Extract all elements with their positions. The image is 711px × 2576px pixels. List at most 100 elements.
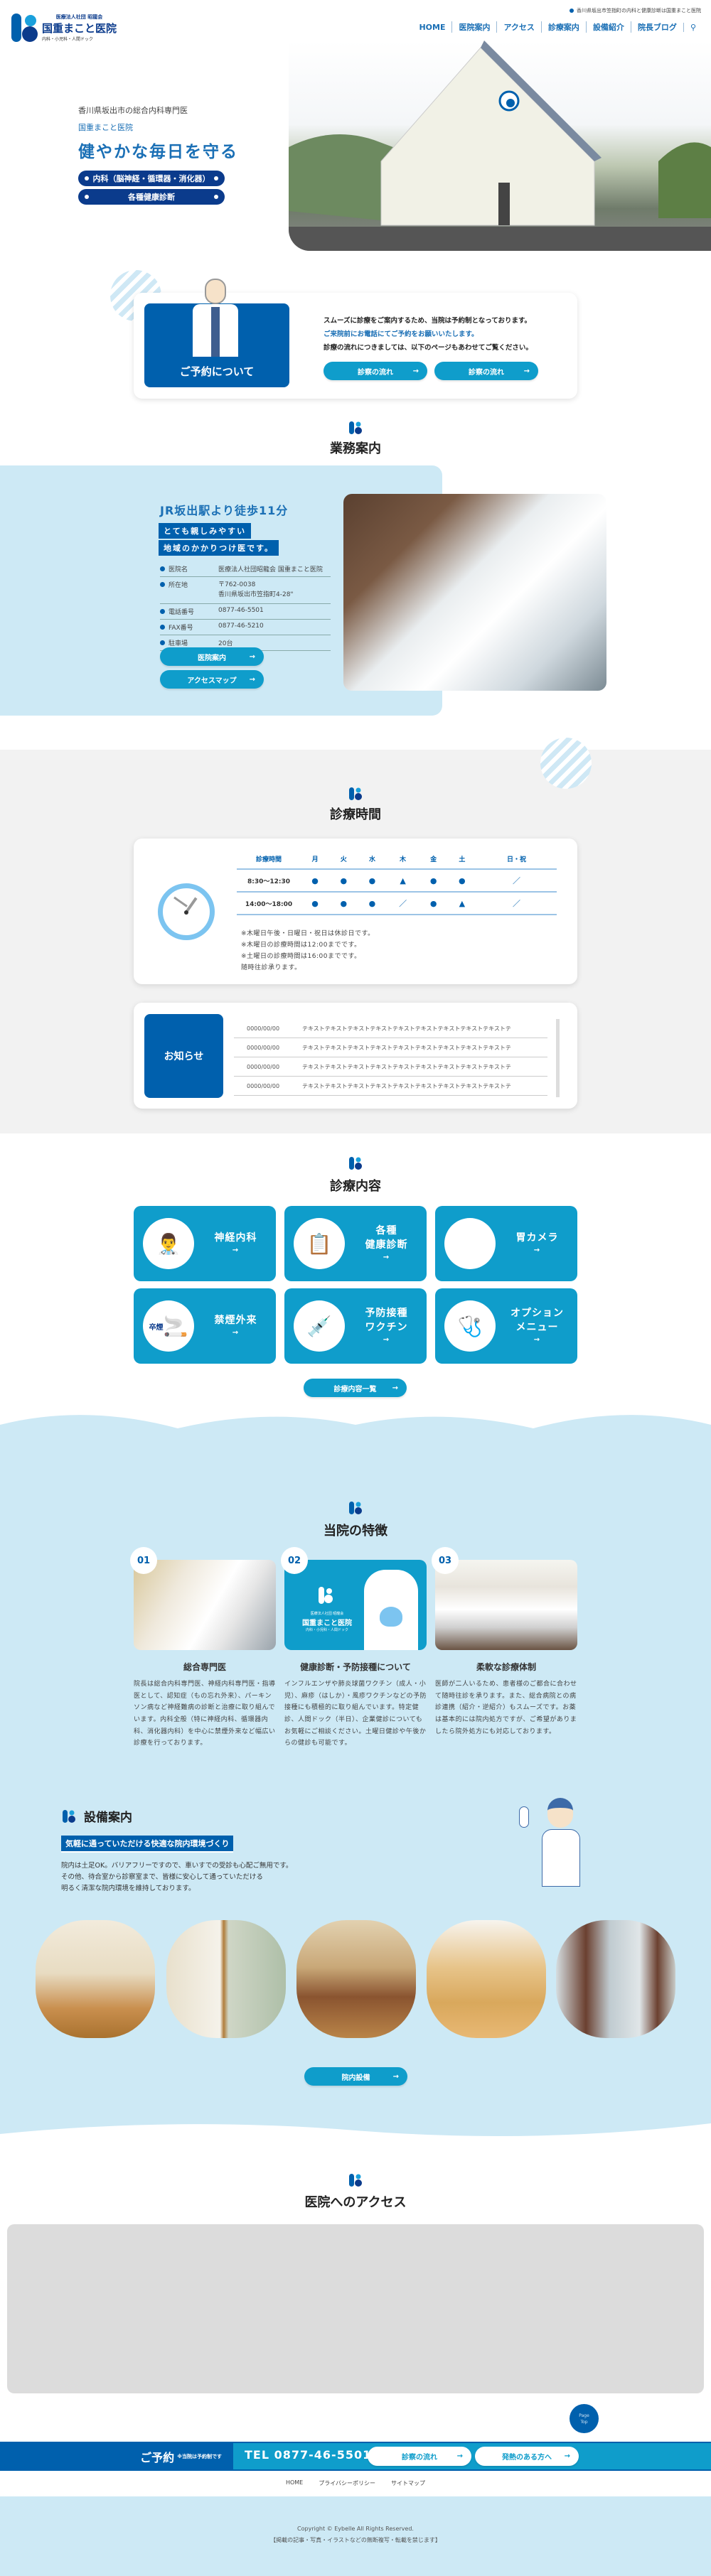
facility-photo-entrance[interactable] <box>556 1920 675 2038</box>
section-logo-icon <box>349 2174 362 2187</box>
access-map[interactable] <box>7 2224 704 2393</box>
service-label: 各種 <box>375 1225 397 1237</box>
clinic-brand-illustration: 医療法人社団 昭龍会 国重まこと医院 内科・小児科・人間ドック <box>284 1560 427 1650</box>
services-list-button[interactable]: 診療内容一覧→ <box>304 1379 407 1397</box>
clipboard-illustration-icon: 📋 <box>294 1218 345 1269</box>
hours-col-header: 日・祝 <box>506 856 526 863</box>
business-title: 業務案内 <box>330 441 381 456</box>
feature-card-2: 医療法人社団 昭龍会 国重まこと医院 内科・小児科・人間ドック 02 健康診断・… <box>281 1547 427 1750</box>
info-key: 所在地 <box>160 580 218 589</box>
service-label: 禁煙外来 <box>214 1315 257 1327</box>
hours-notes: ※木曜日午後・日曜日・祝日は休診日です。 ※木曜日の診療時間は12:00までです… <box>241 928 375 974</box>
footer-link-privacy[interactable]: プライバシーポリシー <box>319 2480 376 2486</box>
service-options[interactable]: 🩺オプションメニュー→ <box>435 1288 577 1364</box>
nav-access[interactable]: アクセス <box>496 21 540 33</box>
news-date: 0000/00/00 <box>247 1044 280 1051</box>
hours-row-afternoon: 14:00〜18:00●●●／●▲／ <box>237 892 557 915</box>
hours-col-header: 火 <box>340 856 347 863</box>
reservation-line: 診療の流れにつきましては、以下のページもあわせてご覧ください。 <box>324 344 533 352</box>
service-label: 予防接種 <box>365 1308 408 1320</box>
bar-tel[interactable]: TEL 0877-46-5501 <box>245 2448 372 2462</box>
facility-photo-lobby[interactable] <box>296 1920 416 2038</box>
service-vaccination[interactable]: 💉予防接種ワクチン→ <box>284 1288 427 1364</box>
hours-mark: ● <box>340 898 348 908</box>
news-text: テキストテキストテキストテキストテキストテキストテキストテキストテキストテ <box>302 1082 511 1089</box>
info-row-address: 所在地〒762-0038 香川県坂出市笠指町4-28" <box>160 577 331 604</box>
facility-button[interactable]: 院内設備→ <box>304 2067 407 2086</box>
info-value: 〒762-0038 <box>218 581 256 588</box>
service-neurology[interactable]: 👨‍⚕️神経内科→ <box>134 1206 276 1281</box>
service-label: 健康診断 <box>365 1239 408 1251</box>
nav-home[interactable]: HOME <box>419 22 446 32</box>
hero-subtitle: 香川県坂出市の総合内科専門医 <box>78 106 188 115</box>
hours-col-header: 診療時間 <box>255 856 282 863</box>
flow-button-2[interactable]: 診察の流れ→ <box>434 362 538 380</box>
facility-line: 院内は土足OK。バリアフリーですので、車いすでの受診も心配ご無用です。 <box>61 1862 293 1870</box>
section-logo-icon <box>349 1502 362 1514</box>
endoscopy-illustration-icon: 🖥 <box>444 1218 496 1269</box>
facility-title: 設備案内 <box>84 1811 132 1825</box>
about-button[interactable]: 医院案内→ <box>160 647 264 666</box>
facility-photo-restroom[interactable] <box>166 1920 286 2038</box>
footer-link-home[interactable]: HOME <box>285 2479 304 2486</box>
nav-blog[interactable]: 院長ブログ <box>630 21 683 33</box>
brand-corp: 医療法人社団 昭龍会 <box>310 1612 344 1616</box>
facility-line: 明るく清潔な院内環境を維持しております。 <box>61 1885 196 1892</box>
hero-building-photo <box>289 41 711 251</box>
bar-flow-button[interactable]: 診察の流れ → <box>368 2447 471 2466</box>
footer-link-sitemap[interactable]: サイトマップ <box>391 2480 426 2486</box>
hours-col-header: 木 <box>400 856 407 863</box>
syringe-illustration-icon: 💉 <box>294 1300 345 1352</box>
search-icon[interactable]: ⚲ <box>683 22 702 32</box>
button-label: 診察の流れ <box>402 2454 437 2462</box>
news-item[interactable]: 0000/00/00 テキストテキストテキストテキストテキストテキストテキストテキ… <box>234 1038 547 1057</box>
consultation-illustration-icon: 👨‍⚕️ <box>143 1218 194 1269</box>
service-gastroscopy[interactable]: 🖥胃カメラ→ <box>435 1206 577 1281</box>
hours-mark: ● <box>311 875 319 885</box>
bar-note: ※当院は予約制です <box>177 2453 222 2459</box>
info-value: 0877-46-5501 <box>218 606 264 614</box>
footer-links: HOME プライバシーポリシー サイトマップ <box>0 2479 711 2487</box>
facility-line: その他、待合室から診察室まで、皆様に安心して通っていただける <box>61 1873 263 1881</box>
news-text: テキストテキストテキストテキストテキストテキストテキストテキストテキストテ <box>302 1063 511 1070</box>
wave-divider-top <box>0 1415 711 1453</box>
news-heading-box: お知らせ <box>144 1014 223 1098</box>
building-illustration <box>289 41 711 251</box>
arrow-right-icon: → <box>456 2452 463 2460</box>
button-label: 診察の流れ <box>469 368 504 377</box>
news-text: テキストテキストテキストテキストテキストテキストテキストテキストテキストテ <box>302 1044 511 1051</box>
flow-button-1[interactable]: 診察の流れ→ <box>324 362 427 380</box>
arrow-right-icon: → <box>232 1328 240 1337</box>
facility-photo-reception[interactable] <box>427 1920 546 2038</box>
service-smoking-cessation[interactable]: 卒煙🚬禁煙外来→ <box>134 1288 276 1364</box>
button-label: 診療内容一覧 <box>333 1385 377 1394</box>
bar-label: ご予約 <box>140 2450 175 2464</box>
news-scrollbar[interactable] <box>556 1019 560 1097</box>
arrow-right-icon: → <box>383 1253 390 1261</box>
nav-services[interactable]: 診療案内 <box>540 21 586 33</box>
hours-note: ※木曜日午後・日曜日・祝日は休診日です。 <box>241 930 375 937</box>
hours-mark: ▲ <box>400 875 406 885</box>
nav-facility[interactable]: 設備紹介 <box>585 21 631 33</box>
logo-corp: 医療法人社団 昭龍会 <box>55 14 103 20</box>
bar-fever-button[interactable]: 発熱のある方へ→ <box>475 2447 579 2466</box>
hours-mark: ／ <box>512 876 520 885</box>
info-value: 香川県坂出市笠指町4-28" <box>218 591 294 599</box>
hours-mark: ／ <box>512 899 520 908</box>
global-nav: HOME 医院案内 アクセス 診療案内 設備紹介 院長ブログ ⚲ <box>412 21 702 33</box>
reservation-heading-box[interactable]: ご予約について <box>144 279 289 387</box>
business-tag-2: 地域のかかりつけ医です。 <box>159 540 279 556</box>
facility-photo-waiting-corridor[interactable] <box>36 1920 155 2038</box>
feature-card-1: 01 総合専門医 院長は総合内科専門医、神経内科専門医・指導医として、認知症（も… <box>130 1547 276 1750</box>
access-map-button[interactable]: アクセスマップ→ <box>160 670 264 689</box>
nav-about[interactable]: 医院案内 <box>451 21 496 33</box>
service-checkup[interactable]: 📋 各種健康診断 → <box>284 1206 427 1281</box>
site-logo[interactable]: 医療法人社団 昭龍会 国重まこと医院 内科・小児科・人間ドック <box>11 13 117 43</box>
hours-title: 診療時間 <box>330 807 381 822</box>
